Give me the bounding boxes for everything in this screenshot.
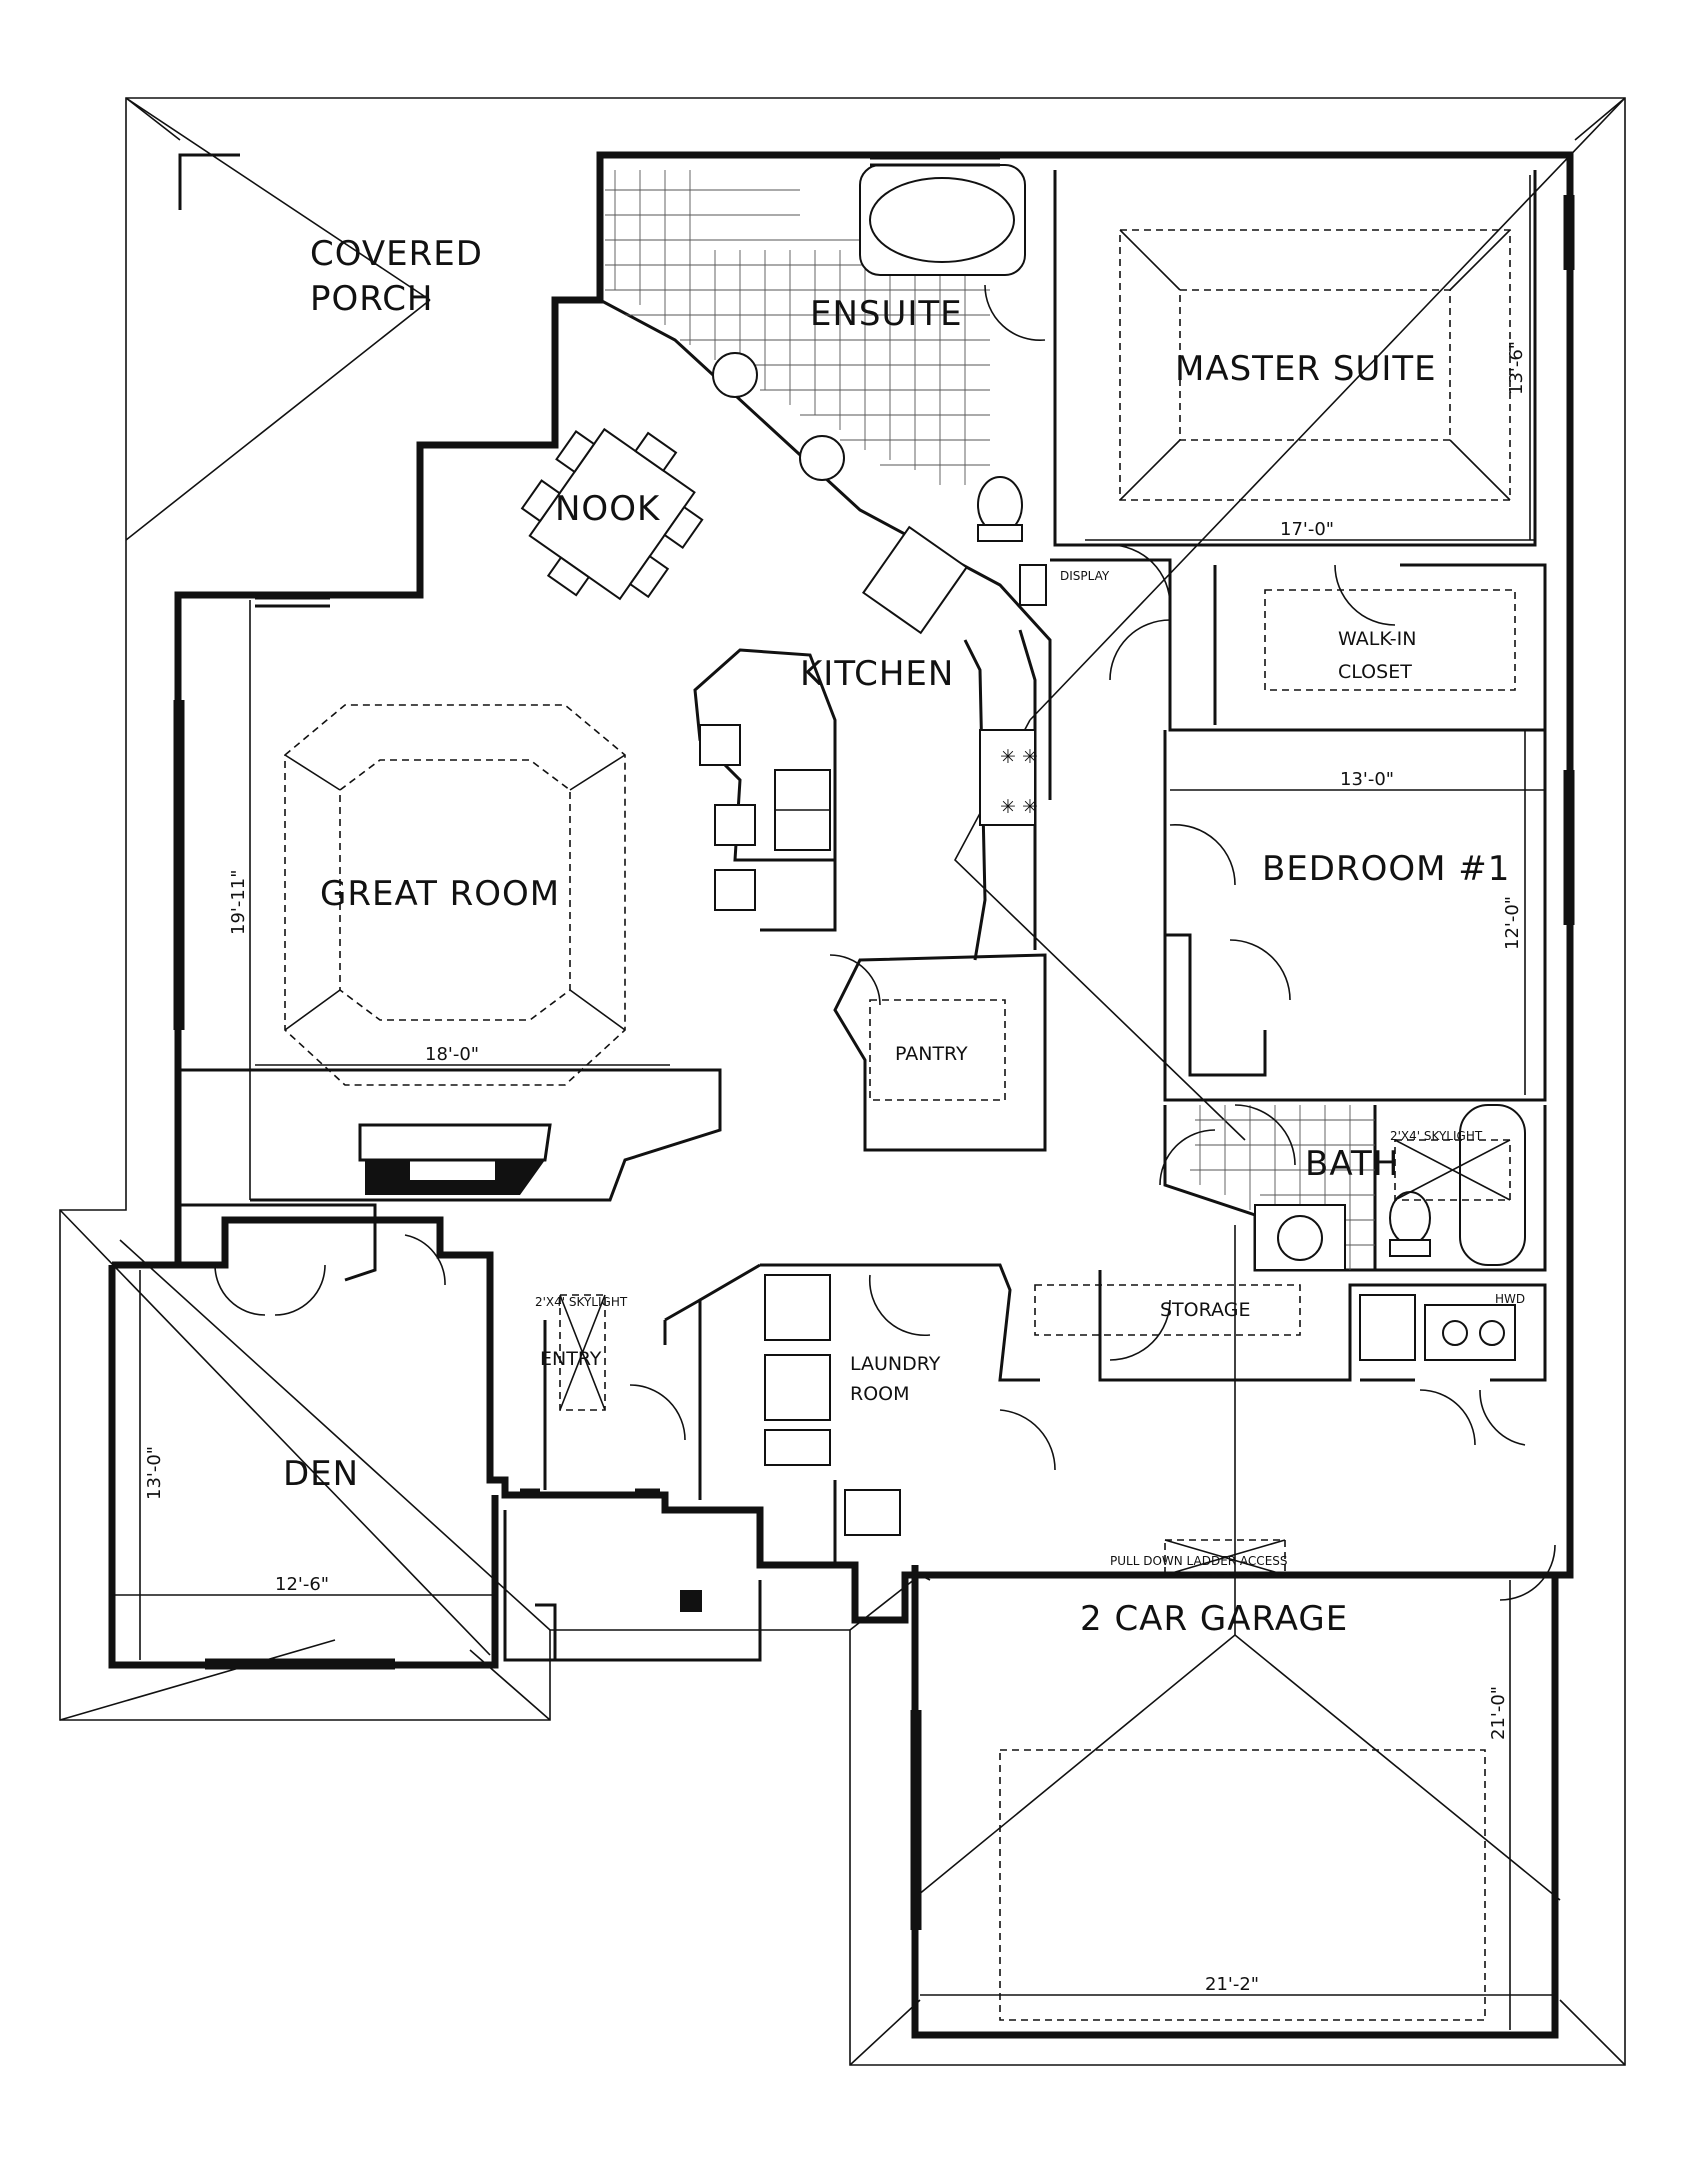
plan-notes: DISPLAY 2'X4' SKYLIGHT 2'X4' SKYLIGHT HW… [535,569,1525,1568]
interior-walls [178,170,1547,1565]
cooktop [979,729,1036,826]
refrigerator [861,525,969,635]
svg-text:✳ ✳: ✳ ✳ [1000,796,1038,818]
great-room-label: GREAT ROOM [320,874,560,914]
walk-in-closet-label-line2: CLOSET [1338,661,1412,683]
dimension-labels: 17'-0" 13'-6" 13'-0" 12'-0" 18'-0" 19'-1… [144,341,1527,1995]
furnace [1359,1294,1416,1361]
bath-label: BATH [1305,1144,1399,1184]
covered-porch-label-line2: PORCH [310,279,434,319]
bathtub-bath [1459,1104,1526,1266]
walk-in-closet-label-line1: WALK-IN [1338,628,1416,650]
ensuite-tile [605,170,1375,1270]
fireplace [358,1123,552,1195]
skylight-bath-note: 2'X4' SKYLIGHT [1390,1129,1483,1143]
ensuite-label: ENSUITE [810,294,963,334]
doors [214,284,1556,1601]
garage-label: 2 CAR GARAGE [1080,1599,1348,1639]
windows [173,156,1575,1930]
sink-ensuite-2 [799,435,845,481]
exterior-walls [108,151,1574,2039]
post [680,1590,702,1612]
dimension-lines [112,175,1555,2030]
nook-label: NOOK [555,489,661,529]
garage-depth-label: 21'-0" [1488,1686,1509,1740]
display-note: DISPLAY [1060,569,1110,583]
master-width-label: 17'-0" [1280,519,1334,540]
washer [764,1274,831,1341]
kitchen-label: KITCHEN [800,654,954,694]
bar-stool-1 [714,804,756,846]
den-depth-label: 13'-0" [144,1446,165,1500]
den-label: DEN [283,1454,359,1494]
ceiling-details [284,229,1516,2021]
roof-outline [59,97,1626,2066]
den-width-label: 12'-6" [275,1574,329,1595]
covered-porch-label-line1: COVERED [310,234,483,274]
storage-label: STORAGE [1160,1299,1250,1321]
dining-table [520,427,704,601]
skylight-entry-note: 2'X4' SKYLIGHT [535,1295,628,1309]
bedroom-1-label: BEDROOM #1 [1262,849,1510,889]
fixtures: ✳ ✳ ✳ ✳ [520,164,1526,1612]
bar-stool-2 [714,869,756,911]
sink-ensuite-1 [712,352,758,398]
bedroom-depth-label: 12'-0" [1502,896,1523,950]
corner-marker-icon [178,153,240,210]
entry-label: ENTRY [540,1348,602,1370]
display-shelf [1019,564,1047,606]
hwd-note: HWD [1495,1292,1525,1306]
sink-bath [1277,1215,1323,1261]
laundry-room-label-line1: LAUNDRY [850,1353,941,1375]
laundry-sink [844,1489,901,1536]
garage-width-label: 21'-2" [1205,1974,1259,1995]
svg-text:✳ ✳: ✳ ✳ [1000,746,1038,768]
great-room-depth-label: 19'-11" [228,869,249,935]
dryer [764,1354,831,1421]
room-labels: COVERED PORCH ENSUITE MASTER SUITE NOOK … [283,234,1510,1639]
master-suite-label: MASTER SUITE [1175,349,1437,389]
great-room-width-label: 18'-0" [425,1044,479,1065]
bar-stool-3 [699,724,741,766]
pantry-label: PANTRY [895,1043,968,1065]
attic-access-note: PULL DOWN LADDER ACCESS [1110,1554,1288,1568]
master-depth-label: 13'-6" [1506,341,1527,395]
bedroom-width-label: 13'-0" [1340,769,1394,790]
laundry-room-label-line2: ROOM [850,1383,910,1405]
